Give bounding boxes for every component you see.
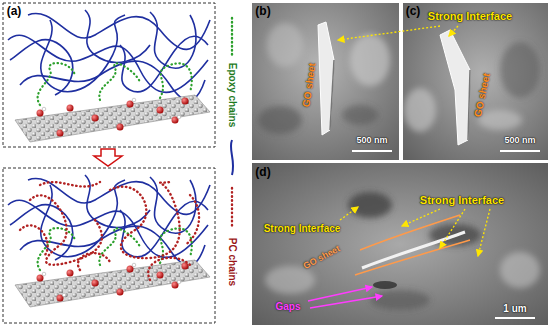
gap-label: Gaps [275,301,300,312]
panel-letter: (d) [255,166,270,179]
callout-label: Strong Interface [428,10,512,22]
scale-label: 500 nm [504,136,535,146]
panel-letter: (a) [7,5,22,18]
legend-text: Epoxy chains [227,63,238,127]
callout-label: Strong Interface [264,223,341,234]
legend-text: PC chains [227,238,238,286]
scale-label: 500 nm [356,136,387,146]
panel-letter: (b) [255,5,270,18]
panel-letter: (c) [406,5,421,18]
scale-label: 1 um [503,303,526,314]
callout-label: Strong Interface [420,194,504,206]
